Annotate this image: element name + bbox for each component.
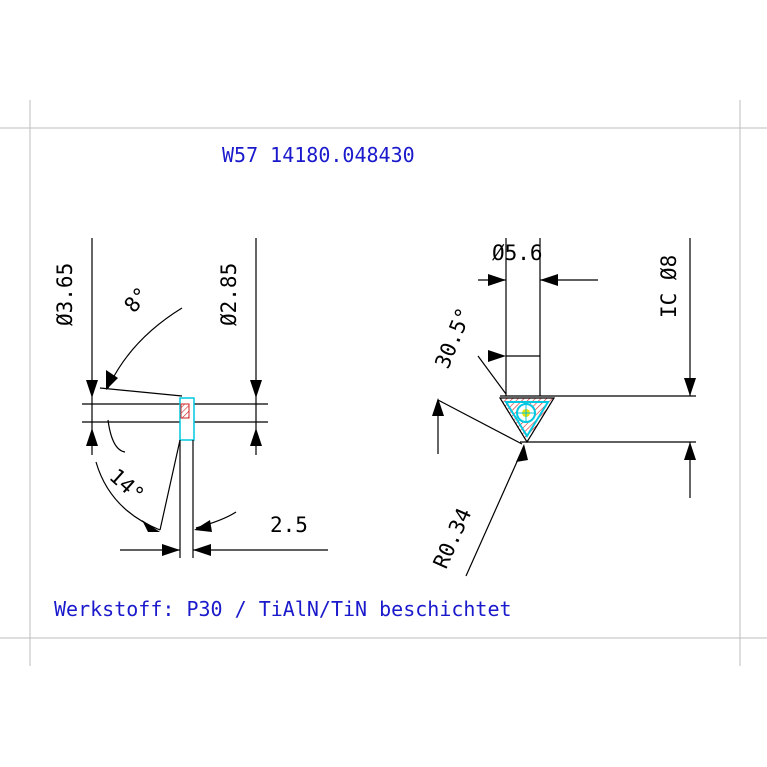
label-dia-bore: Ø5.6 <box>492 241 543 265</box>
label-ic: IC Ø8 <box>657 255 681 318</box>
arrow-width-left <box>162 544 180 556</box>
arrow-radius <box>516 444 528 462</box>
front-view: Ø5.6 30.5° IC Ø8 R0.34 <box>429 238 696 577</box>
arrow-angle-bottom <box>142 520 160 532</box>
arrow-ic-bottom <box>684 442 696 460</box>
drawing-frame <box>0 100 767 666</box>
arrow-dia-inner-bottom <box>250 428 262 446</box>
arrow-bore-left <box>488 274 506 286</box>
insert-tip-hatch <box>180 403 190 419</box>
triangle-insert-inner <box>504 401 550 438</box>
material-note: Werkstoff: P30 / TiAlN/TiN beschichtet <box>54 597 512 621</box>
arrow-dia-outer-bottom <box>86 428 98 446</box>
arrow-width-right <box>193 544 211 556</box>
label-dia-inner: Ø2.85 <box>217 263 241 326</box>
arrow-radius-side <box>432 398 444 416</box>
label-angle-front: 30.5° <box>430 304 476 372</box>
label-width: 2.5 <box>270 513 308 537</box>
arrow-angle-bottom-right <box>194 520 212 532</box>
arrow-dia-inner-top <box>250 380 262 398</box>
arrow-dia-outer-top <box>86 380 98 398</box>
arrow-ic-top <box>684 378 696 396</box>
side-view: Ø3.65 Ø2.85 8° 14° 2.5 <box>53 238 328 558</box>
label-angle-bottom: 14° <box>105 464 149 507</box>
drawing-title: W57 14180.048430 <box>222 143 415 167</box>
label-radius: R0.34 <box>429 505 477 573</box>
label-angle-top: 8° <box>119 282 154 317</box>
arrow-angle-front <box>488 350 506 362</box>
arrow-angle-top <box>106 370 118 390</box>
arrow-bore-right <box>540 274 558 286</box>
label-dia-outer: Ø3.65 <box>53 263 77 326</box>
